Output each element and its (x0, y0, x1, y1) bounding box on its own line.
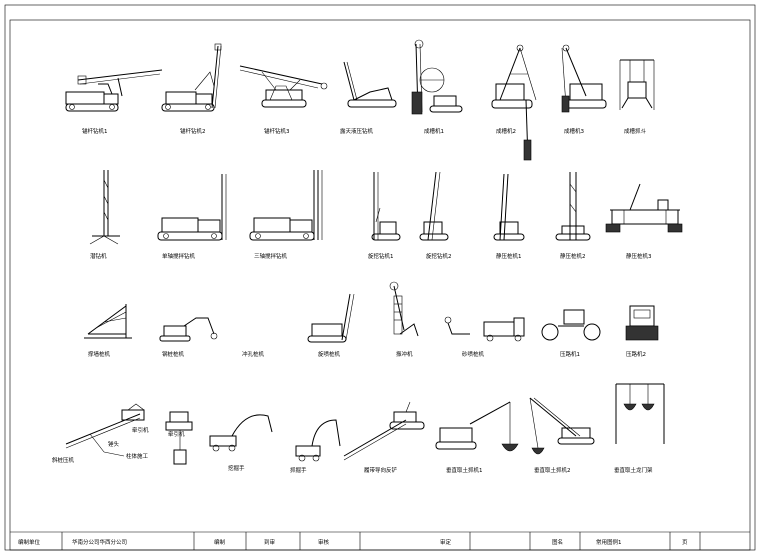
label-road-roller-1: 压路机1 (560, 350, 580, 358)
title-block-drawn: 编制 (214, 538, 226, 546)
label-vertical-grab-1: 垂直取土抓机1 (446, 466, 483, 474)
machine-road-roller-2 (625, 305, 659, 341)
title-block-page: 页 (682, 539, 688, 546)
label-excavator-arm: 挖掘手 (228, 464, 245, 472)
machine-vertical-gantry (615, 383, 665, 444)
machine-trench-cutter-2 (491, 44, 537, 161)
label-crawler-backhoe: 履带导向反铲 (364, 466, 398, 474)
machine-vertical-grab-2 (529, 397, 595, 455)
machine-static-pile-2 (555, 172, 591, 241)
title-block-approved: 审定 (440, 538, 452, 546)
label-percussion-pile: 冲孔桩机 (242, 350, 265, 358)
label-single-axis-mixer: 单轴搅拌钻机 (162, 252, 196, 260)
machine-inclined-pile-press (65, 403, 145, 457)
machine-steel-pile (159, 317, 218, 342)
label-trench-grab: 成槽抓斗 (624, 127, 647, 135)
label-triple-axis-mixer: 三轴搅拌钻机 (254, 252, 288, 260)
machine-open-hydraulic-drill (343, 61, 397, 108)
machine-wall-pile (84, 304, 132, 339)
label-inclined-pile-press: 斜桩压机 (52, 456, 75, 464)
label-static-pile-2: 静压桩机2 (560, 252, 586, 260)
label-wall-pile: 撑墙桩机 (88, 350, 111, 358)
inner-frame (9, 19, 751, 551)
label-steel-pile: 钢桩桩机 (162, 350, 185, 358)
machine-excavator-arm (209, 414, 273, 452)
machine-static-pile-3 (605, 183, 683, 233)
label-rotary-drill-1: 旋挖钻机1 (368, 252, 394, 260)
machine-triple-axis-mixer (249, 170, 323, 241)
label-grab-arm: 抓掘手 (290, 466, 307, 474)
machine-anchor-drill-1 (65, 69, 163, 112)
machine-jet-grout-pile (307, 293, 355, 343)
label-vertical-gantry: 垂直取土龙门架 (614, 466, 653, 474)
machine-single-axis-mixer (157, 174, 227, 241)
label-tractor-2: 牵引机 (168, 430, 185, 438)
machine-sand-jet-pile (444, 316, 525, 342)
machine-rotary-drill-1 (371, 172, 401, 241)
label-anchor-drill-2: 锚杆钻机2 (180, 127, 206, 135)
machine-trench-cutter-1 (411, 39, 463, 115)
label-jet-grout-pile: 旋喷桩机 (318, 350, 341, 358)
label-vertical-grab-2: 垂直取土抓机2 (534, 466, 571, 474)
label-trench-cutter-2: 成槽机2 (496, 127, 516, 135)
title-block-drawing-name-value: 常用图例1 (596, 538, 622, 546)
label-sand-jet-pile: 砂喷桩机 (462, 350, 485, 358)
label-road-roller-2: 压路机2 (626, 350, 646, 358)
title-block-unit-label: 编制单位 (18, 538, 41, 546)
label-anchor-drill-3: 锚杆钻机3 (264, 127, 290, 135)
label-static-pile-1: 静压桩机1 (496, 252, 522, 260)
title-block-unit-value: 华南分公司华西分公司 (72, 538, 127, 546)
machine-crawler-backhoe (343, 401, 425, 461)
machine-anchor-drill-3 (239, 65, 328, 108)
title-block (10, 531, 750, 550)
label-column-construction: 柱体施工 (126, 452, 149, 460)
machine-dth-drill (89, 170, 120, 245)
label-dth-drill: 潜钻机 (90, 252, 107, 260)
machine-vertical-grab-1 (435, 401, 519, 452)
label-open-hydraulic-drill: 露天液压钻机 (340, 127, 374, 135)
machine-vibroflot (389, 281, 419, 337)
label-vibroflot: 振冲机 (396, 350, 413, 358)
label-tractor-1: 牵引机 (132, 426, 149, 434)
machine-anchor-drill-2 (161, 43, 222, 112)
machine-road-roller-1 (541, 309, 601, 341)
label-anchor-drill-1: 锚杆钻机1 (82, 127, 108, 135)
machine-trench-grab (619, 59, 655, 110)
machine-tractor-2 (165, 411, 193, 465)
label-trench-cutter-1: 成槽机1 (424, 127, 444, 135)
title-block-drawing-name-label: 图名 (552, 538, 563, 546)
label-trench-cutter-3: 成槽机3 (564, 127, 585, 135)
title-block-reviewed: 审核 (318, 538, 330, 546)
label-rotary-drill-2: 旋挖钻机2 (426, 252, 452, 260)
label-static-pile-3: 静压桩机3 (626, 252, 652, 260)
machine-static-pile-1 (493, 173, 525, 241)
title-block-checked: 到审 (264, 538, 276, 546)
machine-trench-cutter-3 (561, 44, 607, 113)
machine-grab-arm (295, 419, 341, 462)
label-hammer: 锤头 (108, 440, 120, 448)
machine-rotary-drill-2 (419, 171, 449, 241)
